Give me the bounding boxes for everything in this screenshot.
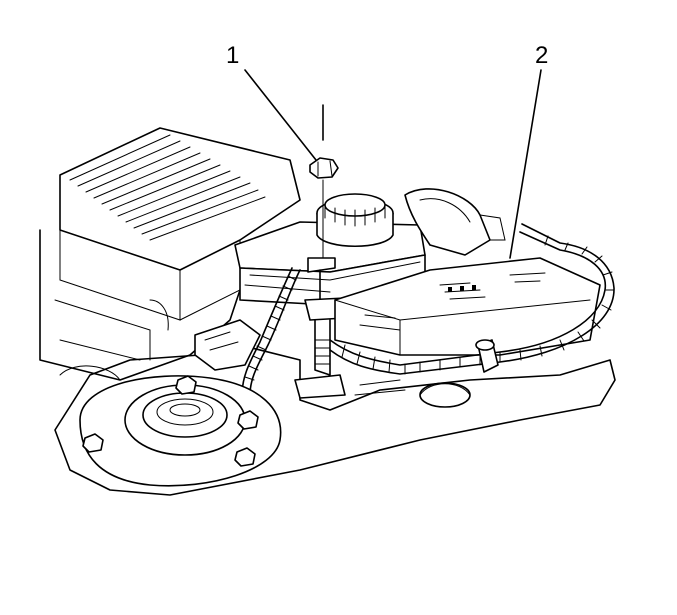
fuse-block-part-2 (334, 257, 601, 356)
callout-label-2: 2 (535, 42, 549, 69)
air-duct (404, 188, 491, 256)
strut-tower (79, 375, 282, 487)
engine-block (39, 229, 241, 381)
intake-manifold (59, 127, 301, 321)
callout-label-1: 1 (226, 42, 240, 69)
leader-line-1 (244, 69, 317, 161)
harness-connector (475, 339, 499, 373)
leader-line-2 (509, 69, 542, 259)
reservoir-cap (316, 193, 394, 248)
strut-bolts (82, 375, 259, 467)
round-component (419, 382, 471, 408)
cable-left (249, 269, 301, 396)
wiring-harness (329, 231, 607, 366)
nut-part-1 (309, 157, 339, 179)
